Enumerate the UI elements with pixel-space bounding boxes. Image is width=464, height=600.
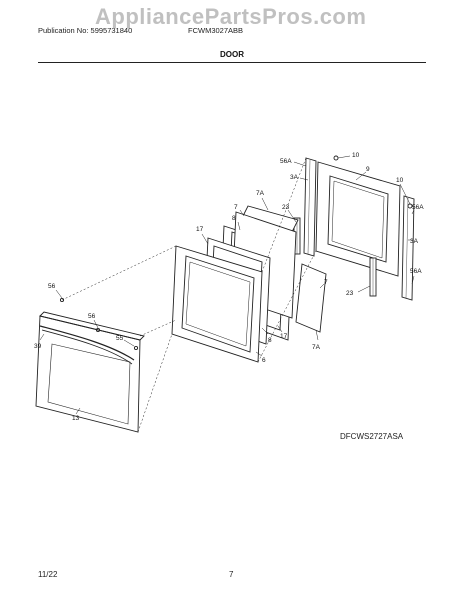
callout-7-right: 7 [324, 279, 328, 286]
header-rule [38, 62, 426, 63]
watermark: AppliancePartsPros.com [95, 4, 367, 29]
screw-55 [133, 345, 139, 351]
inner-door-panel [315, 161, 401, 277]
callout-10-right: 10 [396, 177, 404, 184]
callout-7a-top: 7A [256, 190, 265, 197]
insulation-7a-lower [295, 263, 327, 333]
screw-10-top [333, 155, 339, 161]
callout-8-bottom: 8 [268, 337, 272, 344]
callout-7-top: 7 [234, 204, 238, 211]
callout-56a-top: 56A [280, 158, 292, 165]
callout-56-mid: 56 [88, 313, 96, 320]
callout-56a-lower: 56A [410, 268, 422, 275]
callout-3a-top: 3A [290, 174, 299, 181]
publication-number: Publication No: 5995731840 [38, 26, 133, 35]
diagram-code: DFCWS2727ASA [340, 432, 404, 441]
callout-39: 39 [34, 343, 42, 350]
callout-56a-right: 56A [412, 204, 424, 211]
callout-10-top: 10 [352, 152, 360, 159]
screw-56-left [59, 297, 65, 303]
model-number: FCWM3027ABB [188, 26, 244, 35]
hinge-lower [369, 257, 377, 297]
footer-page: 7 [229, 570, 234, 579]
footer-date: 11/22 [38, 570, 58, 579]
callout-55: 55 [116, 335, 124, 342]
callout-8-top: 8 [232, 215, 236, 222]
section-title: DOOR [220, 50, 244, 59]
callout-17-left: 17 [196, 226, 204, 233]
callout-17-bottom: 17 [280, 333, 288, 340]
callout-3a-right: 3A [410, 238, 419, 245]
side-trim-left [303, 157, 317, 257]
outer-door-13 [35, 311, 145, 433]
callout-23-top: 23 [282, 204, 290, 211]
callout-23-bottom: 23 [346, 290, 354, 297]
side-trim-right [401, 195, 415, 301]
callout-13: 13 [72, 415, 80, 422]
callout-6: 6 [262, 357, 266, 364]
callout-56-left: 56 [48, 283, 56, 290]
screw-56-mid [95, 327, 101, 333]
callout-9: 9 [366, 166, 370, 173]
callout-7a-bottom: 7A [312, 344, 321, 351]
